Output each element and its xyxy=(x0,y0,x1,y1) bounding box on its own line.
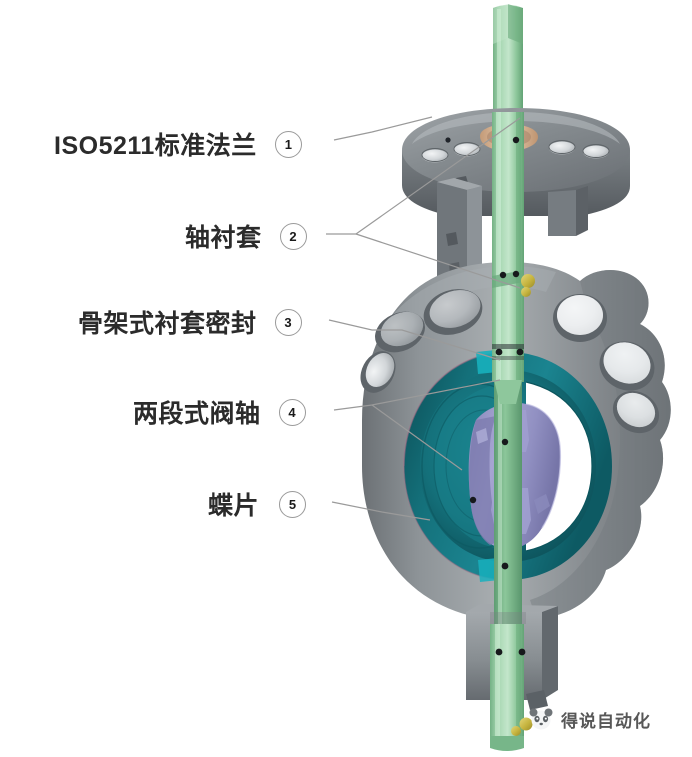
callout-row-5: 蝶片 5 xyxy=(208,486,307,522)
watermark-text: 得说自动化 xyxy=(561,711,651,731)
brass-set-screw xyxy=(521,287,531,297)
butterfly-valve-illustration xyxy=(360,4,671,751)
stem-pin xyxy=(499,271,507,279)
stem-pin xyxy=(512,270,520,278)
panda-logo-icon xyxy=(529,708,553,730)
stem-pin xyxy=(495,648,503,656)
callout-row-4: 两段式阀轴 4 xyxy=(133,394,306,430)
brass-set-screw xyxy=(519,717,533,731)
callout-label-5: 蝶片 xyxy=(208,492,260,520)
callout-bubble-2[interactable]: 2 xyxy=(279,222,307,250)
brass-set-screw xyxy=(521,274,535,288)
stem-pin xyxy=(516,348,524,356)
callout-bubble-3[interactable]: 3 xyxy=(274,308,302,336)
lug-bolt-hole xyxy=(612,390,660,434)
brass-set-screw xyxy=(511,726,521,736)
stem-pin xyxy=(501,438,509,446)
lug-bolt-hole xyxy=(599,341,655,391)
lug-bolt-hole xyxy=(553,294,607,342)
flange-bolt-hole xyxy=(454,143,480,157)
watermark: 得说自动化 xyxy=(528,706,651,732)
flange-bolt-hole xyxy=(422,149,448,163)
callout-row-1: ISO5211标准法兰 1 xyxy=(54,126,302,162)
callout-label-1: ISO5211标准法兰 xyxy=(54,132,257,160)
callout-bubble-4[interactable]: 4 xyxy=(278,398,306,426)
stem-pin xyxy=(512,136,520,144)
stem-pin xyxy=(501,562,509,570)
stem-pin xyxy=(495,348,503,356)
stem-pin xyxy=(518,648,526,656)
callout-label-4: 两段式阀轴 xyxy=(133,400,261,428)
skeleton-bushing-seal xyxy=(492,344,524,360)
callout-row-3: 骨架式衬套密封 3 xyxy=(78,304,302,340)
flange-bolt-hole xyxy=(583,145,609,159)
callout-label-2: 轴衬套 xyxy=(185,224,262,252)
flange-bolt-hole xyxy=(549,141,575,155)
callout-bubble-1[interactable]: 1 xyxy=(274,130,302,158)
valve-stem-upper xyxy=(493,4,523,118)
callout-bubble-5[interactable]: 5 xyxy=(279,490,307,518)
callout-label-3: 骨架式衬套密封 xyxy=(78,310,257,338)
callout-row-2: 轴衬套 2 xyxy=(185,218,307,254)
stem-pin xyxy=(469,496,477,504)
